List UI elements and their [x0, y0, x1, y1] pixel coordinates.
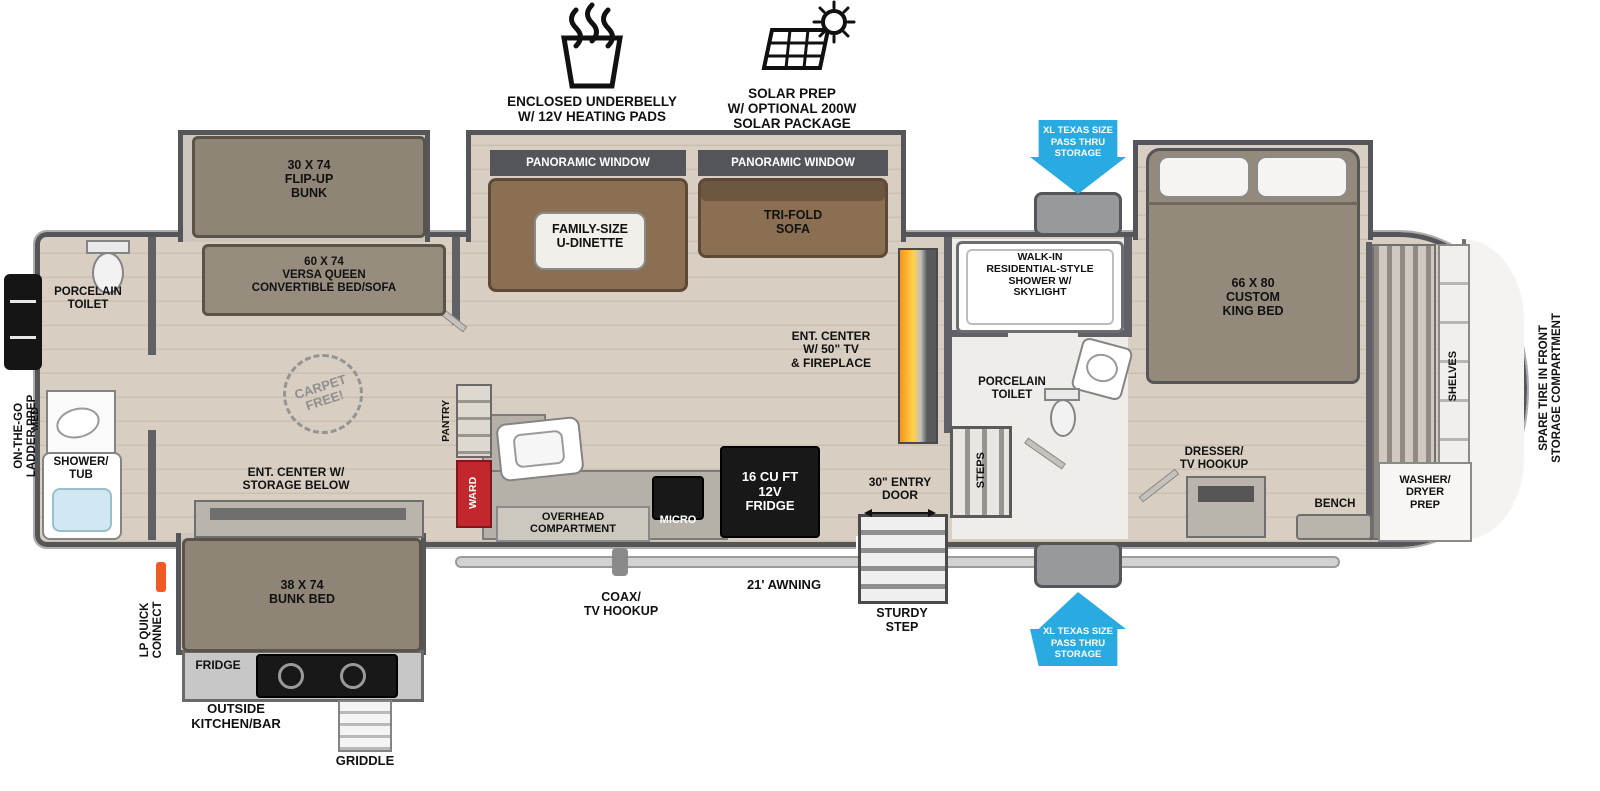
- washer-dryer-label: WASHER/ DRYER PREP: [1399, 474, 1451, 511]
- pass-thru-door-top: [1034, 192, 1122, 236]
- griddle-label: GRIDDLE: [335, 753, 395, 768]
- ent-center-below-label: ENT. CENTER W/ STORAGE BELOW: [242, 465, 350, 493]
- rear-bath-wall-bottom: [148, 430, 156, 540]
- mid-toilet-bowl: [1050, 399, 1076, 437]
- flip-up-bunk: [192, 136, 426, 238]
- pantry-label: PANTRY: [440, 399, 453, 442]
- shower-tub-basin: [52, 488, 112, 532]
- dinette-label: FAMILY-SIZE U-DINETTE: [552, 222, 628, 250]
- flip-up-bunk-label: 30 X 74 FLIP-UP BUNK: [284, 158, 334, 200]
- blanket-fold: [1148, 202, 1358, 205]
- pantry-shelves: [456, 384, 492, 458]
- enclosed-underbelly-icon: [561, 2, 623, 89]
- carpet-free-label: CARPET FREE!: [292, 371, 349, 414]
- bunk-bed-label: 38 X 74 BUNK BED: [269, 578, 335, 606]
- overhead-label: OVERHEAD COMPARTMENT: [530, 511, 616, 536]
- fridge-label: 16 CU FT 12V FRIDGE: [741, 468, 799, 514]
- versa-queen-bed: [202, 244, 446, 316]
- entry-door-width-arrow: [864, 509, 936, 517]
- coax-label: COAX/ TV HOOKUP: [583, 590, 659, 618]
- mid-toilet-label: PORCELAIN TOILET: [978, 376, 1046, 401]
- mid-bath-wall-lower-a: [952, 330, 1008, 337]
- burner-left: [278, 663, 304, 689]
- closet-wall: [1366, 242, 1372, 540]
- mid-bath-wall-lower-b: [1078, 330, 1132, 337]
- rear-bath-wall-top: [148, 237, 156, 355]
- burner-right: [340, 663, 366, 689]
- sturdy-step-label: STURDY STEP: [876, 606, 928, 634]
- pillow-right: [1256, 156, 1348, 198]
- pillow-left: [1158, 156, 1250, 198]
- microwave: [652, 476, 704, 520]
- kitchen-sink-basin: [512, 429, 566, 469]
- panoramic-window-right: PANORAMIC WINDOW: [698, 150, 888, 176]
- spare-tire-label: SPARE TIRE IN FRONT STORAGE COMPARTMENT: [1538, 313, 1563, 463]
- sofa-label: TRI-FOLD SOFA: [763, 208, 823, 236]
- sofa-back-cushion: [701, 181, 885, 201]
- ent-center-tv: [210, 508, 406, 520]
- ladder-prep-label: ON-THE-GO LADDER PREP: [13, 394, 38, 478]
- micro-label: MICRO: [659, 514, 697, 526]
- shelves-label: SHELVES: [1446, 350, 1459, 402]
- mid-bath-wall-right: [1124, 237, 1132, 337]
- dinette-table: [534, 212, 646, 270]
- wardrobe: [456, 460, 492, 528]
- solar-prep-icon: [761, 0, 856, 70]
- rear-toilet-bowl: [92, 252, 124, 294]
- mid-bath-wall-left: [944, 237, 952, 433]
- versa-queen-label: 60 X 74 VERSA QUEEN CONVERTIBLE BED/SOFA: [251, 256, 397, 294]
- pass-thru-arrow-top: XL TEXAS SIZE PASS THRU STORAGE: [1030, 120, 1126, 194]
- king-bed-label: 66 X 80 CUSTOM KING BED: [1222, 276, 1284, 318]
- bunk-bed: [182, 538, 422, 652]
- overhead-compartment: [496, 506, 650, 542]
- outside-kitchen-label: OUTSIDE KITCHEN/BAR: [191, 701, 281, 731]
- fridge: 16 CU FT 12V FRIDGE: [720, 446, 820, 538]
- panoramic-window-left: PANORAMIC WINDOW: [490, 150, 686, 176]
- ent-center-label: ENT. CENTER W/ 50" TV & FIREPLACE: [790, 329, 871, 370]
- bench-label: BENCH: [1314, 498, 1356, 510]
- solar-label: SOLAR PREP W/ OPTIONAL 200W SOLAR PACKAG…: [727, 86, 857, 132]
- walk-in-shower-label: WALK-IN RESIDENTIAL-STYLE SHOWER W/ SKYL…: [986, 251, 1094, 299]
- bedroom-steps: [950, 426, 1012, 518]
- lp-connect-label: LP QUICK CONNECT: [139, 601, 164, 659]
- rear-door-handle2: [10, 336, 36, 339]
- dresser-tv: [1198, 486, 1254, 502]
- coax-connector: [612, 548, 628, 576]
- dresser-label: DRESSER/ TV HOOKUP: [1179, 446, 1249, 471]
- bench: [1296, 514, 1372, 540]
- rear-toilet-label: PORCELAIN TOILET: [54, 286, 122, 311]
- rear-door: [4, 274, 42, 370]
- steps-label: STEPS: [974, 452, 987, 489]
- sturdy-step-icon: [858, 514, 948, 604]
- walk-in-shower: [956, 241, 1124, 333]
- walk-in-shower-inner: [966, 249, 1114, 325]
- pass-thru-door-bottom: [1034, 542, 1122, 588]
- underbelly-label: ENCLOSED UNDERBELLY W/ 12V HEATING PADS: [507, 94, 677, 125]
- ward-label: WARD: [467, 476, 480, 509]
- entry-door-label: 30" ENTRY DOOR: [868, 475, 932, 503]
- griddle-icon: [338, 700, 392, 752]
- awning-label: 21' AWNING: [746, 577, 822, 592]
- bunkroom-wall: [452, 237, 460, 325]
- lp-connect-icon: [156, 562, 166, 592]
- washer-dryer-space: [1378, 462, 1472, 542]
- outside-fridge-label: FRIDGE: [195, 658, 241, 672]
- rear-door-handle: [10, 300, 36, 303]
- u-dinette: [488, 178, 688, 292]
- shower-tub-label: SHOWER/ TUB: [53, 456, 109, 481]
- fireplace-tv-wall: [898, 248, 938, 444]
- pass-thru-arrow-bottom: XL TEXAS SIZE PASS THRU STORAGE: [1030, 592, 1126, 666]
- carpet-free-stamp: CARPET FREE!: [283, 354, 363, 434]
